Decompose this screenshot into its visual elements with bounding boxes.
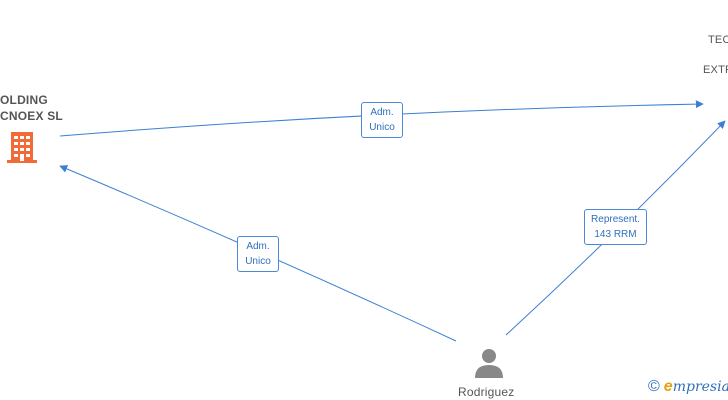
brand-logo: ©empresia bbox=[648, 378, 728, 396]
edge-label-line1: Represent. bbox=[591, 214, 640, 225]
tec-name-line1: TEC bbox=[708, 34, 728, 46]
edge-label-line1: Adm. bbox=[370, 107, 394, 118]
person-icon[interactable] bbox=[473, 347, 505, 379]
edge-label-line2: 143 RRM bbox=[594, 229, 637, 240]
edge-label-line2: Unico bbox=[369, 122, 395, 133]
copyright-icon: © bbox=[648, 378, 660, 395]
edge-label-holding-to-tec[interactable]: Adm. Unico bbox=[361, 102, 403, 138]
edge-label-line2: Unico bbox=[245, 256, 271, 267]
building-icon[interactable] bbox=[5, 130, 39, 164]
edge-label-person-to-holding[interactable]: Adm. Unico bbox=[237, 236, 279, 272]
edge-label-person-to-tec[interactable]: Represent. 143 RRM bbox=[584, 209, 647, 245]
edge-label-line1: Adm. bbox=[246, 241, 270, 252]
holding-name-line2: CNOEX SL bbox=[0, 109, 63, 123]
brand-logo-rest: mpresia bbox=[672, 379, 728, 395]
person-name[interactable]: Rodriguez bbox=[458, 385, 515, 399]
holding-name-line1: OLDING bbox=[0, 93, 48, 107]
brand-logo-e: e bbox=[663, 378, 673, 395]
